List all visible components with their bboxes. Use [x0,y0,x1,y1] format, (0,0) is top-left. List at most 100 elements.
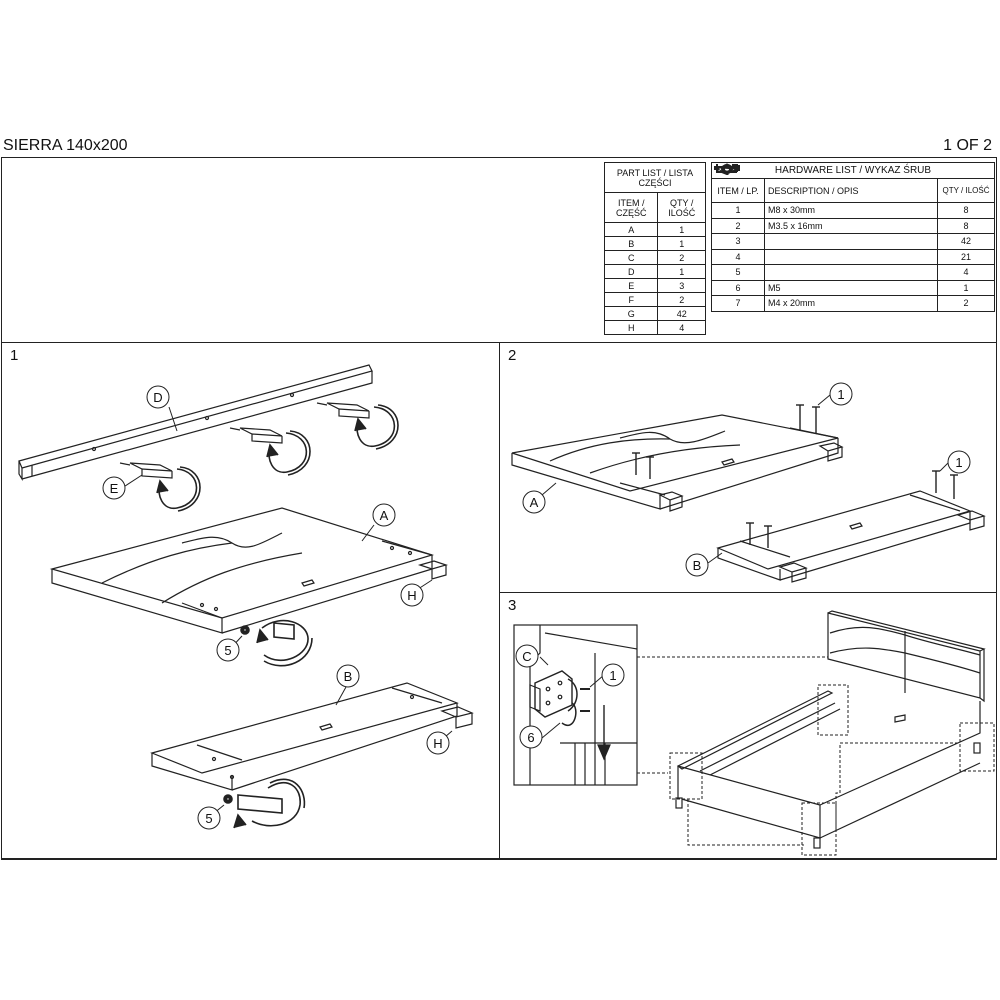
hardware-col-desc: DESCRIPTION / OPIS [764,178,938,203]
part-list-title: PART LIST / LISTA CZĘŚCI [604,162,706,193]
callout-labels: D E A H 5 B H 5 [102,385,450,830]
hardware-item: 3 [711,233,765,250]
washer-icon [720,163,938,281]
bolt-icon [713,163,938,219]
hardware-desc [764,233,897,250]
hardware-desc: M8 x 30mm [764,202,897,219]
footboard-leg-arrows [223,778,306,829]
long-screw-icon [713,164,938,312]
part-item: F [603,292,659,307]
hardware-list-title: HARDWARE LIST / WYKAZ ŚRUB [711,162,995,179]
hardware-list-table: HARDWARE LIST / WYKAZ ŚRUB ITEM / LP. DE… [711,162,995,312]
screws [632,404,958,548]
part-item: H [603,320,659,335]
hardware-col-qty: QTY / ILOŚĆ [937,178,995,203]
part-list-title-line2: CZĘŚCI [638,177,672,188]
part-item: A [603,222,659,237]
part-qty: 2 [657,292,706,307]
page-number: 1 OF 2 [943,137,992,154]
hardware-qty: 42 [937,233,995,250]
hardware-desc [764,264,897,281]
bracket-icon [716,162,938,265]
col-item-line2: CZĘŚĆ [615,207,647,218]
part-list-col-item: ITEM /CZĘŚĆ [603,192,659,223]
label-h: H [407,588,416,603]
part-qty: 1 [657,264,706,279]
hardware-item: 1 [711,202,765,219]
callout-labels: 1 A 1 B [522,382,971,577]
assembled-bed [675,610,986,849]
hardware-qty: 1 [937,279,995,296]
step-number: 2 [508,347,517,364]
part-item: G [603,306,659,321]
label-5: 5 [224,643,231,658]
step-3-diagram: C 1 6 [513,610,995,856]
hardware-item: 5 [711,264,765,281]
part-qty: 4 [657,320,706,335]
label-1: 1 [837,387,844,402]
headboard-a [49,507,449,634]
headboard-a [511,414,844,512]
hardware-desc [764,248,897,265]
step-number: 1 [10,347,19,364]
col-item-line1: ITEM / [617,197,645,208]
part-qty: 2 [657,250,706,265]
step-3-panel: 3 [499,592,997,859]
hardware-qty: 8 [937,202,995,219]
footboard-b [716,490,986,583]
part-item: C [603,250,659,265]
step-2-panel: 2 [499,342,997,593]
dashed-callouts [637,656,995,856]
hardware-item: 4 [711,248,765,265]
hardware-row: 3 42 [711,163,995,250]
hardware-item: 6 [711,279,765,296]
col-qty-line1: QTY / [670,197,694,208]
part-qty: 42 [657,306,706,321]
label-c: C [522,649,531,664]
step-number: 3 [508,597,517,614]
rail-d [18,364,373,482]
label-a: A [530,495,539,510]
part-list-col-qty: QTY /ILOŚĆ [657,192,706,223]
hardware-desc: M4 x 20mm [764,295,897,312]
part-qty: 1 [657,236,706,251]
part-item: D [603,264,659,279]
pegs-e [119,402,370,479]
part-list-title-line1: PART LIST / LISTA [616,167,694,178]
rotate-arrows [156,404,399,512]
label-a: A [380,508,389,523]
hardware-qty: 8 [937,217,995,234]
part-item: E [603,278,659,293]
step-1-panel: 1 [1,342,500,859]
hardware-item: 7 [711,295,765,312]
hardware-col-item: ITEM / LP. [711,178,765,203]
label-b: B [693,558,702,573]
footboard-b [150,682,474,791]
hardware-qty: 2 [937,295,995,312]
hardware-qty: 4 [937,264,995,281]
label-h: H [433,736,442,751]
label-1: 1 [955,455,962,470]
allen-key-icon [715,163,938,296]
leg-attach-arrows [240,619,313,667]
label-6: 6 [527,730,534,745]
plate-icon [716,163,938,250]
label-5: 5 [205,811,212,826]
part-list-table: PART LIST / LISTA CZĘŚCI ITEM /CZĘŚĆ QTY… [603,162,706,335]
hardware-desc: M3.5 x 16mm [764,217,897,234]
part-qty: 3 [657,278,706,293]
label-b: B [344,669,353,684]
screw-icon [715,164,938,234]
